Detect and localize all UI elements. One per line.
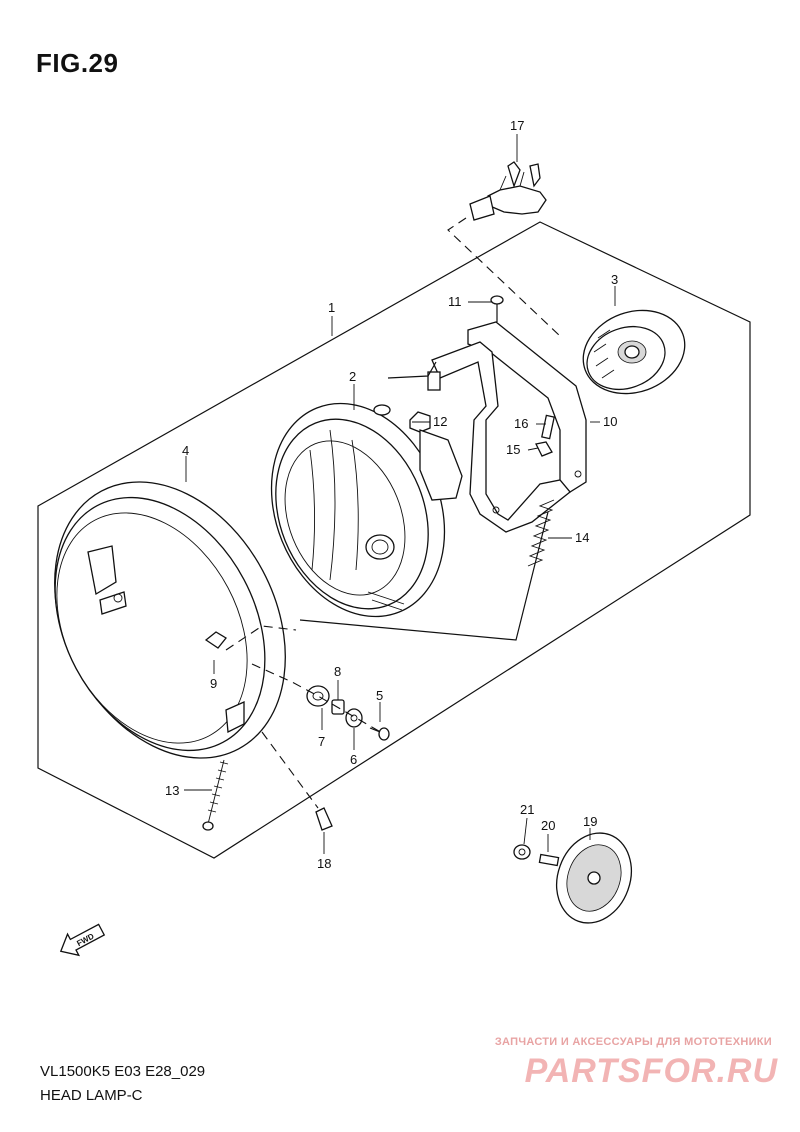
reflector-icon — [556, 832, 632, 924]
clip-icon — [535, 441, 553, 457]
part-label: 8 — [334, 664, 341, 679]
washer-icon — [345, 708, 363, 728]
part-label: 2 — [349, 369, 356, 384]
watermark-tagline: ЗАПЧАСТИ И АКСЕССУАРЫ ДЛЯ МОТОТЕХНИКИ — [494, 1036, 772, 1048]
model-code: VL1500K5 E03 E28_029 — [40, 1063, 206, 1080]
part-label: 19 — [583, 814, 597, 829]
part-label: 20 — [541, 818, 555, 833]
part-label: 3 — [611, 272, 618, 287]
part-label: 4 — [182, 443, 189, 458]
lamp-unit-icon — [270, 402, 463, 618]
watermark-logo: PARTSFOR.RU — [524, 1052, 778, 1090]
pin-icon — [541, 414, 555, 440]
bolt-icon — [538, 853, 560, 867]
socket-cover-icon — [582, 309, 686, 395]
spring-icon — [527, 499, 555, 567]
part-label: 18 — [317, 856, 331, 871]
part-label: 11 — [448, 294, 462, 309]
part-label: 7 — [318, 734, 325, 749]
part-label: 10 — [603, 414, 617, 429]
forward-arrow-icon: FWD — [59, 923, 106, 957]
part-label: 9 — [210, 676, 217, 691]
part-label: 14 — [575, 530, 589, 545]
adjust-screw-icon — [202, 759, 229, 831]
assembly-outline — [37, 221, 751, 859]
diagram-subtitle: HEAD LAMP-C — [40, 1087, 143, 1104]
leader-lines — [184, 134, 616, 854]
screw-icon — [315, 807, 333, 831]
screw-icon — [369, 727, 390, 741]
part-label: 16 — [514, 416, 528, 431]
bracket-icon — [427, 321, 587, 533]
cushion-icon — [306, 685, 330, 707]
part-label: 1 — [328, 300, 335, 315]
rim-icon — [54, 481, 286, 759]
figure-title: FIG.29 — [36, 48, 119, 78]
bulb-icon — [469, 161, 547, 221]
washer-icon — [513, 844, 531, 860]
part-label: 6 — [350, 752, 357, 767]
part-label: 17 — [510, 118, 524, 133]
part-label: 13 — [165, 783, 179, 798]
part-label: 15 — [506, 442, 520, 457]
part-label: 21 — [520, 802, 534, 817]
screw-icon — [490, 295, 504, 322]
part-label: 5 — [376, 688, 383, 703]
part-label: 12 — [433, 414, 447, 429]
